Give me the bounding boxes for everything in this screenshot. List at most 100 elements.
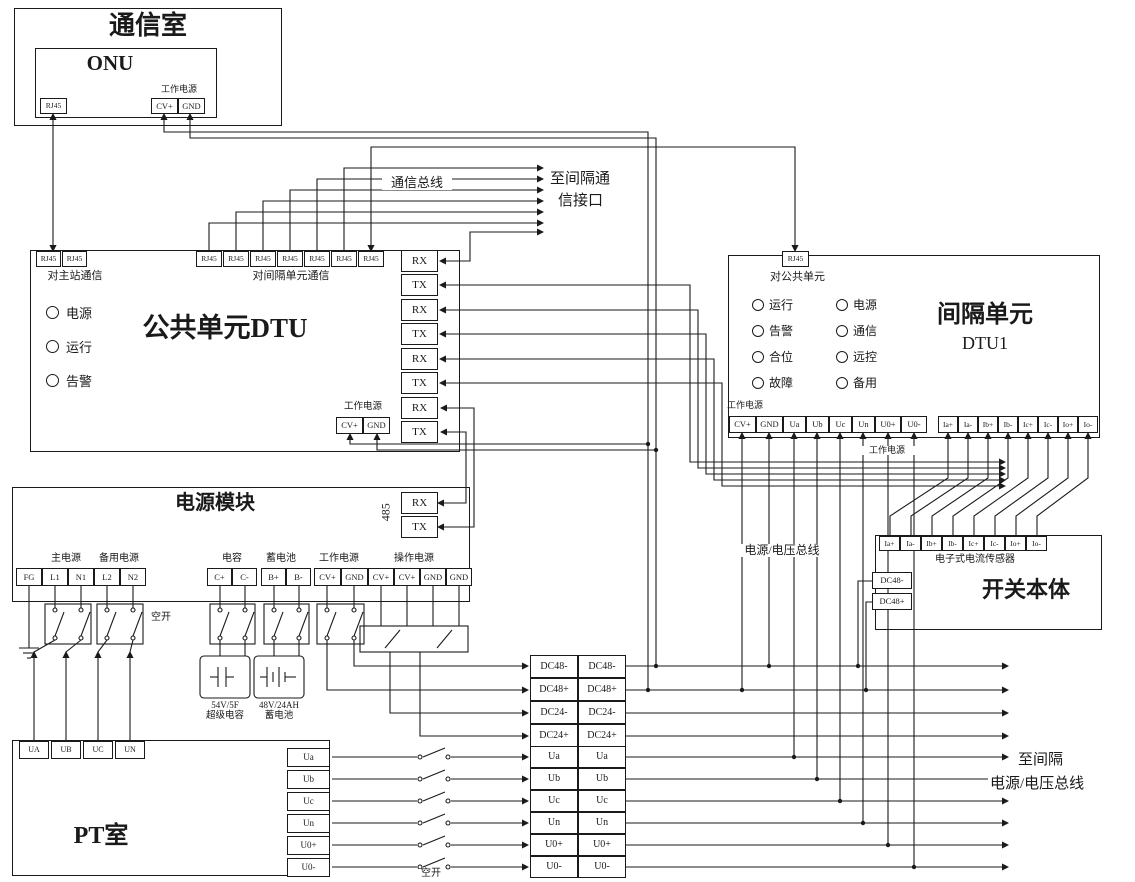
- dtu1-subtitle: DTU1: [962, 333, 1008, 353]
- dtu1-power-label: 工作电源: [727, 400, 764, 410]
- dtu-rxtx-port-6: TX: [401, 372, 438, 394]
- l2-terminal: L2: [94, 568, 120, 586]
- onu-title: ONU: [86, 51, 134, 75]
- v-block-cell: U0-: [578, 856, 626, 878]
- sb-iop-terminal: Io+: [1005, 536, 1026, 551]
- v-block-cell: Ua: [578, 746, 626, 768]
- dtu1-ibn-terminal: Ib-: [998, 416, 1018, 433]
- onu-box: [35, 48, 217, 118]
- op-power-label: 操作电源: [394, 553, 434, 564]
- dtu1-uc-terminal: Uc: [829, 416, 852, 433]
- dtu1-un-terminal: Un: [852, 416, 875, 433]
- dtu1-iop-terminal: Io+: [1058, 416, 1078, 433]
- dtu-rxtx-port-3: RX: [401, 299, 438, 321]
- dc-block-cell: DC48+: [578, 678, 626, 701]
- sb-icp-terminal: Ic+: [963, 536, 984, 551]
- battery-rating-label: 48V/24AH: [259, 700, 299, 710]
- comm-bus-label: 通信总线: [382, 176, 452, 190]
- power-module-box: [12, 487, 470, 602]
- dtu1-power-led-label: 电源: [853, 298, 878, 312]
- op-cv1-terminal: CV+: [368, 568, 394, 586]
- op-cv2-terminal: CV+: [394, 568, 420, 586]
- pm-cv-terminal: CV+: [314, 568, 341, 586]
- supercap-rating-label: 54V/5F: [211, 700, 239, 710]
- dtu1-spare-led-label: 备用: [853, 376, 878, 390]
- onu-gnd-terminal: GND: [178, 98, 205, 114]
- to-bay-comm-label-line2: 信接口: [556, 193, 606, 210]
- v-block-cell: U0+: [530, 834, 578, 856]
- dtu1-power-led: [836, 299, 848, 311]
- dtu-rxtx-port-7: RX: [401, 397, 438, 419]
- v-block-cell: Un: [530, 812, 578, 834]
- dtu-bay-rj45-port-7: RJ45: [358, 251, 384, 267]
- dtu-master-rj45-port-1: RJ45: [36, 251, 61, 267]
- dtu1-closed-led: [752, 351, 764, 363]
- pt-un-terminal: UN: [115, 741, 145, 759]
- dtu-master-comm-label: 对主站通信: [47, 270, 103, 282]
- breaker-label-1: 空开: [151, 612, 171, 623]
- pt-out-uc-terminal: Uc: [287, 792, 330, 811]
- pt-ub-terminal: UB: [51, 741, 81, 759]
- dtu-gnd-terminal: GND: [363, 417, 390, 434]
- pt-uc-terminal: UC: [83, 741, 113, 759]
- l1-terminal: L1: [42, 568, 68, 586]
- dtu1-fault-led-label: 故障: [769, 376, 794, 390]
- v-block-cell: Ua: [530, 746, 578, 768]
- pt-out-un-terminal: Un: [287, 814, 330, 833]
- dtu-bay-rj45-port-2: RJ45: [223, 251, 249, 267]
- dtu-cv-terminal: CV+: [336, 417, 363, 434]
- dtu-master-rj45-port-2: RJ45: [62, 251, 87, 267]
- sb-ibp-terminal: Ib+: [921, 536, 942, 551]
- dc-block-cell: DC24-: [530, 701, 578, 724]
- dtu1-iap-terminal: Ia+: [938, 416, 958, 433]
- dtu1-run-led-label: 运行: [769, 298, 794, 312]
- supercap-name-label: 超级电容: [205, 711, 244, 721]
- dtu1-rj45-port: RJ45: [782, 251, 809, 267]
- dtu1-u0p-terminal: U0+: [875, 416, 901, 433]
- dtu-bay-rj45-port-5: RJ45: [304, 251, 330, 267]
- dtu-bay-rj45-port-1: RJ45: [196, 251, 222, 267]
- dtu1-ibp-terminal: Ib+: [978, 416, 998, 433]
- dtu1-gnd-terminal: GND: [756, 416, 783, 433]
- sb-iap-terminal: Ia+: [879, 536, 900, 551]
- op-gnd1-terminal: GND: [420, 568, 446, 586]
- dtu1-alarm-led: [752, 325, 764, 337]
- v-block-cell: Ub: [578, 768, 626, 790]
- work-power-label: 工作电源: [319, 553, 359, 564]
- dtu1-cv-terminal: CV+: [729, 416, 756, 433]
- dtu-rxtx-port-1: RX: [401, 250, 438, 272]
- n1-terminal: N1: [68, 568, 94, 586]
- sb-dc48n-terminal: DC48-: [872, 572, 912, 589]
- pt-room-title: PT室: [73, 823, 129, 849]
- dtu-rxtx-port-5: RX: [401, 348, 438, 370]
- dtu-bay-rj45-port-3: RJ45: [250, 251, 276, 267]
- dtu-rxtx-port-2: TX: [401, 274, 438, 296]
- dc-block-cell: DC48-: [530, 655, 578, 678]
- v-block-cell: Ub: [530, 768, 578, 790]
- switch-body-title: 开关本体: [981, 577, 1070, 602]
- power-voltage-bus-label: 电源/电压总线: [736, 544, 828, 557]
- pt-ua-terminal: UA: [19, 741, 49, 759]
- dc-block-cell: DC24+: [530, 724, 578, 747]
- batt-plus-terminal: B+: [261, 568, 286, 586]
- backup-power-label: 备用电源: [99, 553, 139, 564]
- dtu1-ion-terminal: Io-: [1078, 416, 1098, 433]
- comm-room-box: [14, 8, 282, 126]
- cap-minus-terminal: C-: [232, 568, 257, 586]
- op-gnd2-terminal: GND: [446, 568, 472, 586]
- dtu-alarm-led: [46, 374, 59, 387]
- onu-rj45-port: RJ45: [40, 98, 67, 114]
- capacitor-label: 电容: [222, 553, 242, 564]
- dtu-title: 公共单元DTU: [142, 313, 308, 343]
- dtu1-remote-led-label: 远控: [853, 350, 878, 364]
- dtu1-ua-terminal: Ua: [783, 416, 806, 433]
- dtu-bay-rj45-port-6: RJ45: [331, 251, 357, 267]
- dc-block-cell: DC24+: [578, 724, 626, 747]
- dtu1-run-led: [752, 299, 764, 311]
- dtu1-alarm-led-label: 告警: [769, 324, 794, 338]
- dtu1-fault-led: [752, 377, 764, 389]
- sb-dc48p-terminal: DC48+: [872, 593, 912, 610]
- pt-out-u0p-terminal: U0+: [287, 836, 330, 855]
- dtu1-power-label-below: 工作电源: [858, 445, 916, 456]
